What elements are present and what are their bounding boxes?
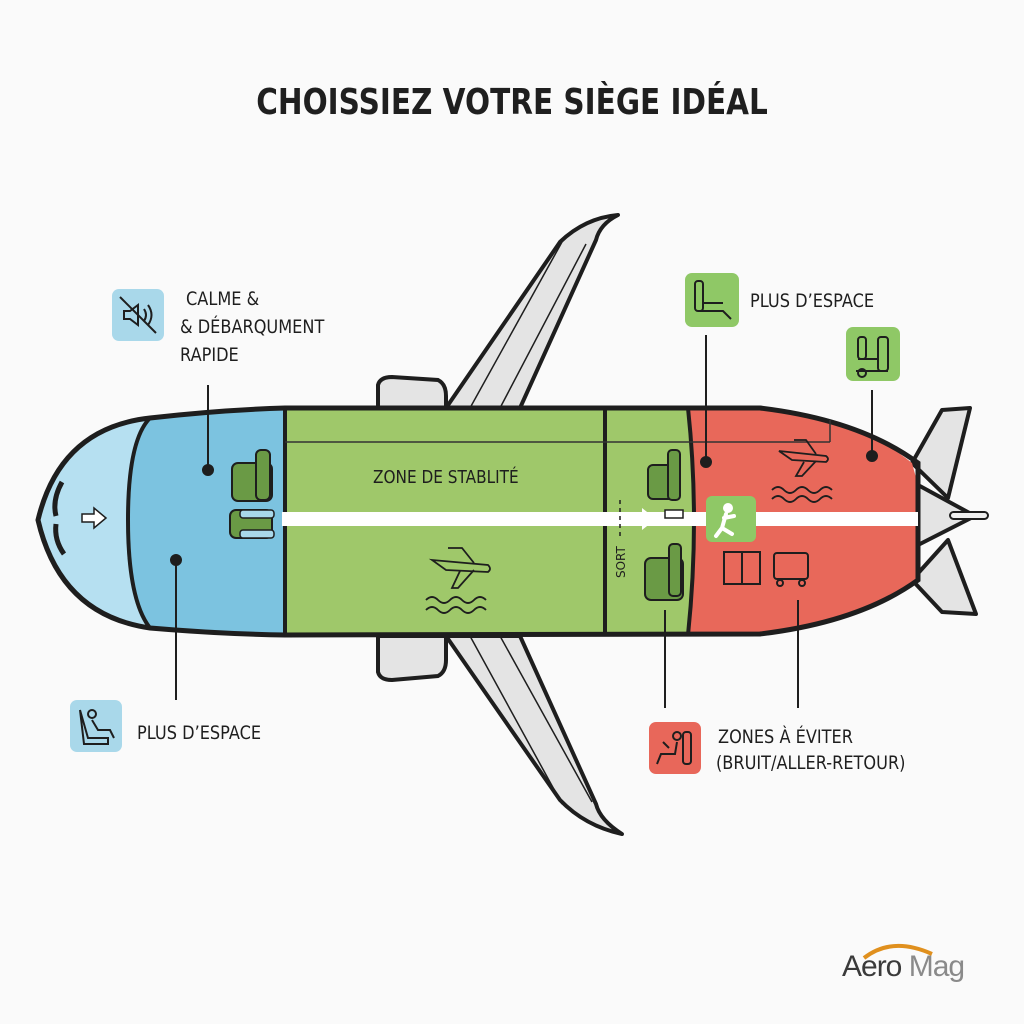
seat-legroom-icon (685, 273, 739, 327)
logo-part2: Mag (908, 950, 965, 983)
callout-rear-bottom-line1: ZONES À ÉVITER (718, 726, 853, 748)
seated-passenger-icon (649, 722, 701, 774)
galley-cart-icon (773, 552, 809, 587)
zone-middle-label: ZONE DE STABLITÉ (373, 467, 519, 488)
arrow-icon (81, 506, 108, 530)
lavatory-icon (723, 551, 761, 585)
callout-front-top-line2: & DÉBARQUMENT (180, 316, 325, 338)
page-title: CHOISSIEZ VOTRE SIÈGE IDÉAL (256, 82, 768, 123)
aisle (282, 512, 918, 526)
logo-part1: Aero (842, 950, 902, 983)
emergency-exit-icon (706, 496, 756, 542)
leader-lines (170, 335, 878, 708)
aeromag-logo: Aero Mag (842, 943, 965, 984)
exit-seat-icon (644, 449, 684, 601)
upper-wing (376, 213, 620, 410)
callout-rear-bottom-line2: (BRUIT/ALLER-RETOUR) (716, 752, 906, 774)
lower-wing (376, 634, 624, 836)
callout-front-bottom: PLUS D’ESPACE (137, 722, 262, 744)
callout-rear-top: PLUS D’ESPACE (750, 290, 875, 312)
exit-arrow-icon (626, 508, 656, 530)
turbulence-plane-icon-rear (771, 439, 833, 503)
turbulence-plane-icon-middle (425, 547, 491, 614)
callout-front-top-line3: RAPIDE (180, 344, 239, 366)
callout-front-top-line1: CALME & (186, 288, 260, 310)
reclined-passenger-icon (70, 700, 122, 752)
front-seat-icon (229, 449, 275, 539)
exit-row-seat-icon (846, 327, 900, 381)
exit-label: SORT (614, 545, 628, 578)
mute-speaker-icon (112, 289, 164, 341)
tail (910, 406, 989, 616)
